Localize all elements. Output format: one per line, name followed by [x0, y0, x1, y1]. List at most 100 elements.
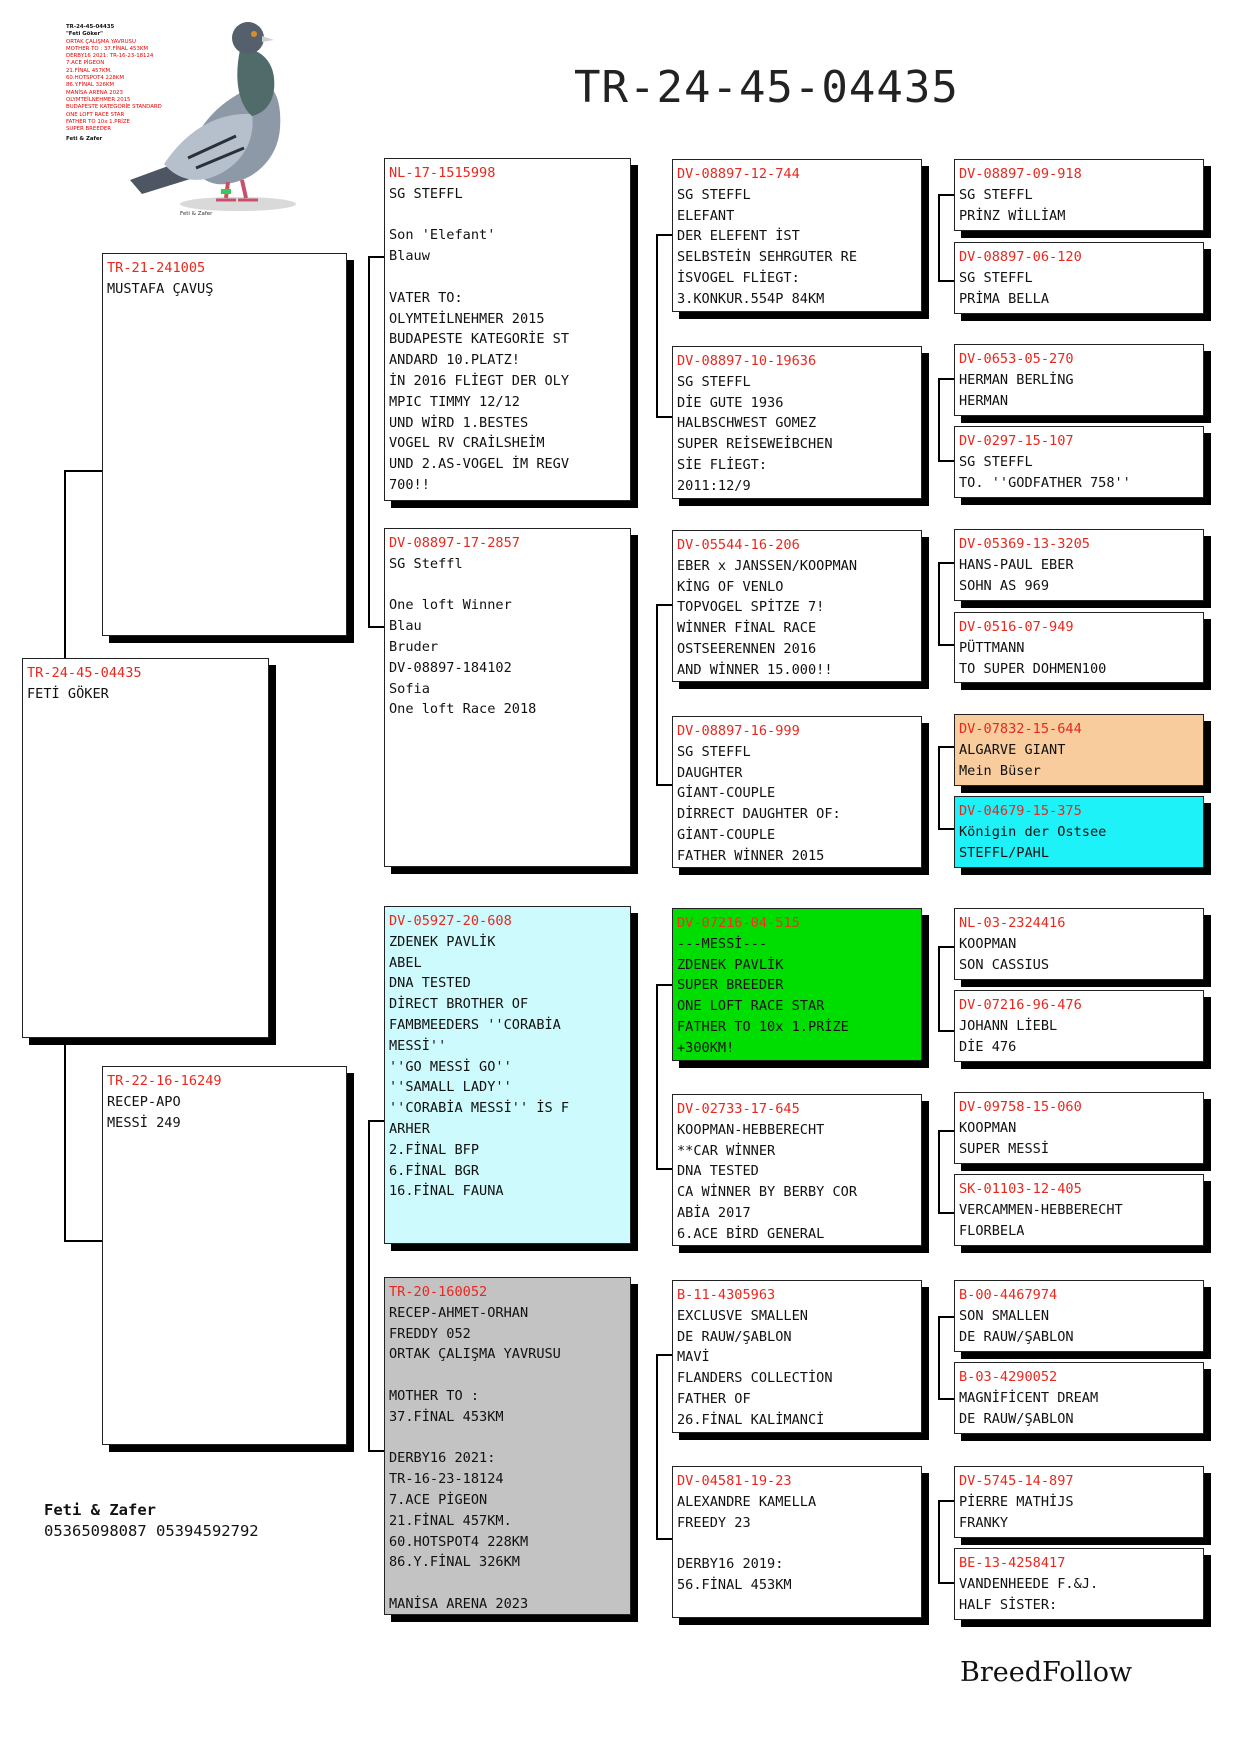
breeder-name: Feti & Zafer: [44, 1501, 156, 1519]
sd-dam-box: DV-08897-16-999 SG STEFFL DAUGHTER GİANT-CO…: [672, 716, 922, 868]
pigeon-info-line: +300KM!: [677, 1039, 735, 1056]
pigeon-info-line: SELBSTEİN SEHRGUTER RE: [677, 249, 858, 266]
photo-info-footer: Feti & Zafer: [66, 136, 103, 143]
pigeon-info-line: DE RAUW/ŞABLON: [677, 1328, 792, 1345]
connector-line: [656, 234, 658, 416]
pigeon-info-line: SG STEFFL: [389, 185, 463, 202]
connector-line: [64, 470, 102, 472]
pigeon-info-line: VERCAMMEN-HEBBERECHT: [959, 1201, 1123, 1218]
photo-caption: Feti & Zafer: [180, 211, 213, 217]
pigeon-info-line: SİE FLİEGT:: [677, 456, 768, 473]
pigeon-info-line: GİANT-COUPLE: [677, 826, 776, 843]
pigeon-info-line: KOOPMAN: [959, 1119, 1017, 1136]
pigeon-info-line: SG STEFFL: [677, 743, 751, 760]
pigeon-info-line: 60.HOTSPOT4 228KM: [389, 1533, 529, 1550]
pigeon-info-line: DNA TESTED: [677, 1163, 759, 1180]
pigeon-info-line: VOGEL RV CRAİLSHEİM: [389, 435, 545, 452]
pigeon-wing-bars: [187, 134, 245, 170]
pigeon-info-line: SG STEFFL: [677, 373, 751, 390]
pigeon-info-line: **CAR WİNNER: [677, 1142, 776, 1159]
pigeon-info-line: DER ELEFENT İST: [677, 228, 800, 245]
ring-number: DV-08897-09-918: [959, 166, 1082, 182]
photo-info-line: 86.Y.FİNAL 326KM: [66, 82, 115, 89]
pigeon-info-line: DERBY16 2021:: [389, 1450, 496, 1467]
connector-line: [64, 1038, 66, 1240]
pigeon-info-line: ''GO MESSİ GO'': [389, 1058, 512, 1075]
connector-line: [938, 1582, 954, 1584]
photo-info-line: MOTHER TO : 37.FİNAL 453KM: [66, 45, 149, 52]
pigeon-info-line: DAUGHTER: [677, 764, 743, 781]
connector-line: [368, 256, 370, 626]
connector-line: [368, 1450, 384, 1452]
pigeon-info-line: OSTSEERENNEN 2016: [677, 640, 817, 657]
connector-line: [656, 1168, 672, 1170]
pigeon-info-line: SOHN AS 969: [959, 577, 1050, 594]
pigeon-info-line: ABİA 2017: [677, 1204, 751, 1221]
pigeon-info-line: RECEP-AHMET-ORHAN: [389, 1304, 529, 1321]
pigeon-info-line: UND 2.AS-VOGEL İM REGV: [389, 456, 570, 473]
pigeon-info-line: 6.FİNAL BGR: [389, 1162, 480, 1179]
connector-line: [368, 626, 384, 628]
ring-number: DV-02733-17-645: [677, 1101, 800, 1117]
connector-line: [656, 416, 672, 418]
pigeon-info-line: MAGNİFİCENT DREAM: [959, 1389, 1099, 1406]
photo-info-line: 60.HOTSPOT4 228KM: [66, 75, 124, 82]
ring-number: DV-08897-16-999: [677, 723, 800, 739]
pigeon-info-line: MPIC TIMMY 12/12: [389, 393, 520, 410]
photo-shadow: [180, 197, 296, 211]
photo-info-line: FATHER TO 10x 1.PRİZE: [66, 118, 130, 125]
pigeon-info-line: ONE LOFT RACE STAR: [677, 998, 825, 1015]
connector-line: [938, 1398, 954, 1400]
connector-line: [368, 256, 384, 258]
pigeon-info-line: FREEDY 23: [677, 1514, 751, 1531]
pigeon-photo: Feti & Zafer: [130, 22, 296, 217]
pigeon-neck: [237, 49, 275, 116]
photo-info-line: 21.FİNAL 457KM.: [66, 67, 112, 74]
pigeon-info-line: DİRRECT DAUGHTER OF:: [677, 806, 841, 823]
pigeon-info-line: Blau: [389, 618, 422, 635]
connector-line: [938, 378, 940, 460]
pigeon-info-line: HALF SİSTER:: [959, 1596, 1058, 1613]
pigeon-info-line: 3.KONKUR.554P 84KM: [677, 290, 825, 307]
pigeon-head: [232, 22, 264, 54]
pigeon-info-line: ALEXANDRE KAMELLA: [677, 1493, 817, 1510]
pigeon-info-line: ''SAMALL LADY'': [389, 1079, 512, 1096]
photo-info-text: TR-24-45-04435 "Feti Göker" ORTAK ÇALIŞM…: [66, 24, 162, 144]
pigeon-info-line: FLORBELA: [959, 1222, 1025, 1239]
pigeon-info-line: [389, 1365, 630, 1386]
pigeon-info-line: Mein Büser: [959, 762, 1041, 779]
pedigree-title: TR-24-45-04435: [574, 62, 959, 113]
pigeon-info-line: SUPER MESSİ: [959, 1140, 1050, 1157]
ring-number: DV-05927-20-608: [389, 913, 512, 929]
pigeon-info-line: WİNNER FİNAL RACE: [677, 620, 817, 637]
breeder-contact: Feti & Zafer 05365098087 05394592792: [44, 1500, 259, 1542]
pigeon-info-line: EXCLUSVE SMALLEN: [677, 1307, 808, 1324]
pigeon-info-line: DİE GUTE 1936: [677, 394, 784, 411]
connector-line: [938, 562, 940, 644]
pigeon-info-line: ORTAK ÇALIŞMA YAVRUSU: [389, 1346, 561, 1363]
ring-number: SK-01103-12-405: [959, 1181, 1082, 1197]
pigeon-info-line: 56.FİNAL 453KM: [677, 1576, 792, 1593]
pigeon-info-line: SUPER REİSEWEİBCHEN: [677, 436, 833, 453]
photo-info-line: 7.ACE PİGEON: [66, 60, 105, 67]
pigeon-wing: [164, 113, 253, 180]
pigeon-info-line: ABEL: [389, 954, 422, 971]
ring-number: DV-08897-17-2857: [389, 535, 520, 551]
connector-line: [938, 562, 954, 564]
pigeon-info-line: MOTHER TO :: [389, 1387, 480, 1404]
pigeon-info-line: STEFFL/PAHL: [959, 844, 1050, 861]
pigeon-info-line: ARHER: [389, 1120, 430, 1137]
